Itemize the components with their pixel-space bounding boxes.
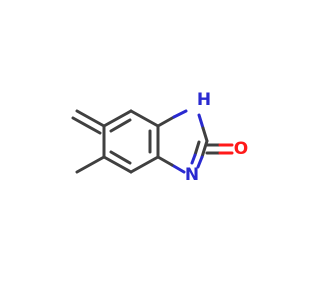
methylene-group — [71, 109, 106, 135]
bond-c7a-n1 — [156, 115, 176, 128]
bond-n3-c3a — [156, 155, 174, 167]
atom-nh-h: H — [197, 90, 211, 110]
bond-c5-ch3 — [75, 155, 106, 174]
imidazolone-ring — [156, 109, 209, 174]
carbonyl-group — [205, 143, 234, 155]
bond-c2-n3-n — [196, 155, 204, 169]
atom-n3: N — [185, 165, 199, 185]
bond-n3-c3a-n — [170, 163, 186, 174]
bond-c7a-c7 — [129, 109, 160, 128]
bond-c5-c4-inner — [109, 150, 132, 165]
bond-c7a-n1-n — [172, 109, 188, 119]
bond-c7-c6-inner — [109, 118, 132, 133]
atom-o: O — [234, 139, 248, 159]
bond-c6-ch2 — [75, 109, 106, 128]
bond-c2-n3-inner-n — [190, 153, 197, 165]
bond-c5-c4 — [102, 155, 133, 174]
bond-n1-c2 — [201, 126, 209, 143]
bond-c2-n3-inner — [193, 140, 201, 157]
nh-label: H N — [197, 90, 211, 110]
bond-c4-c3a — [129, 155, 160, 174]
bond-n1-c2-n — [197, 113, 205, 130]
bond-c6-ch2-second — [71, 116, 102, 135]
methyl-group — [75, 155, 106, 174]
bond-c2-n3 — [200, 139, 209, 159]
benzene-ring — [102, 109, 160, 174]
bond-c7-c6 — [102, 109, 133, 128]
molecule-structure: H N N O — [71, 90, 248, 185]
